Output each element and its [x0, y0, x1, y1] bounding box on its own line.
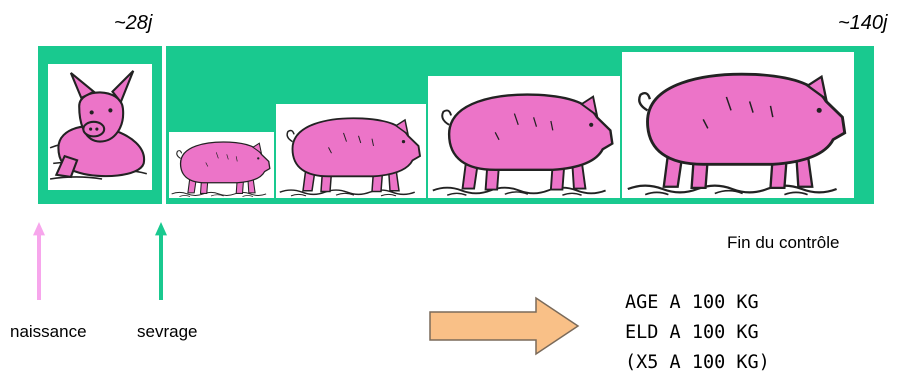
outcome-x5: (X5 A 100 KG)	[625, 352, 770, 373]
outcome-eld: ELD A 100 KG	[625, 322, 759, 343]
day-weaning-label: ~28j	[114, 12, 153, 34]
weaning-label: sevrage	[137, 322, 198, 341]
pig-icon	[622, 52, 854, 198]
arrow-up-icon	[33, 222, 45, 300]
outcome-age: AGE A 100 KG	[625, 292, 759, 313]
pig-frame-4	[622, 52, 854, 198]
end-control-label: Fin du contrôle	[727, 233, 840, 252]
growth-panel	[166, 46, 874, 204]
piglet-icon	[48, 64, 152, 190]
arrow-right-icon	[429, 296, 580, 356]
piglet-frame	[48, 64, 152, 190]
day-end-label: ~140j	[838, 12, 888, 34]
pig-icon	[428, 76, 620, 198]
outcome-list: AGE A 100 KG ELD A 100 KG (X5 A 100 KG)	[625, 288, 770, 378]
pig-frame-2	[276, 104, 426, 198]
pig-frame-1	[169, 132, 274, 198]
pig-frame-3	[428, 76, 620, 198]
arrow-up-icon	[155, 222, 167, 300]
birth-label: naissance	[10, 322, 87, 341]
pig-icon	[276, 104, 426, 198]
piglet-panel	[38, 46, 162, 204]
pig-icon	[169, 132, 274, 198]
